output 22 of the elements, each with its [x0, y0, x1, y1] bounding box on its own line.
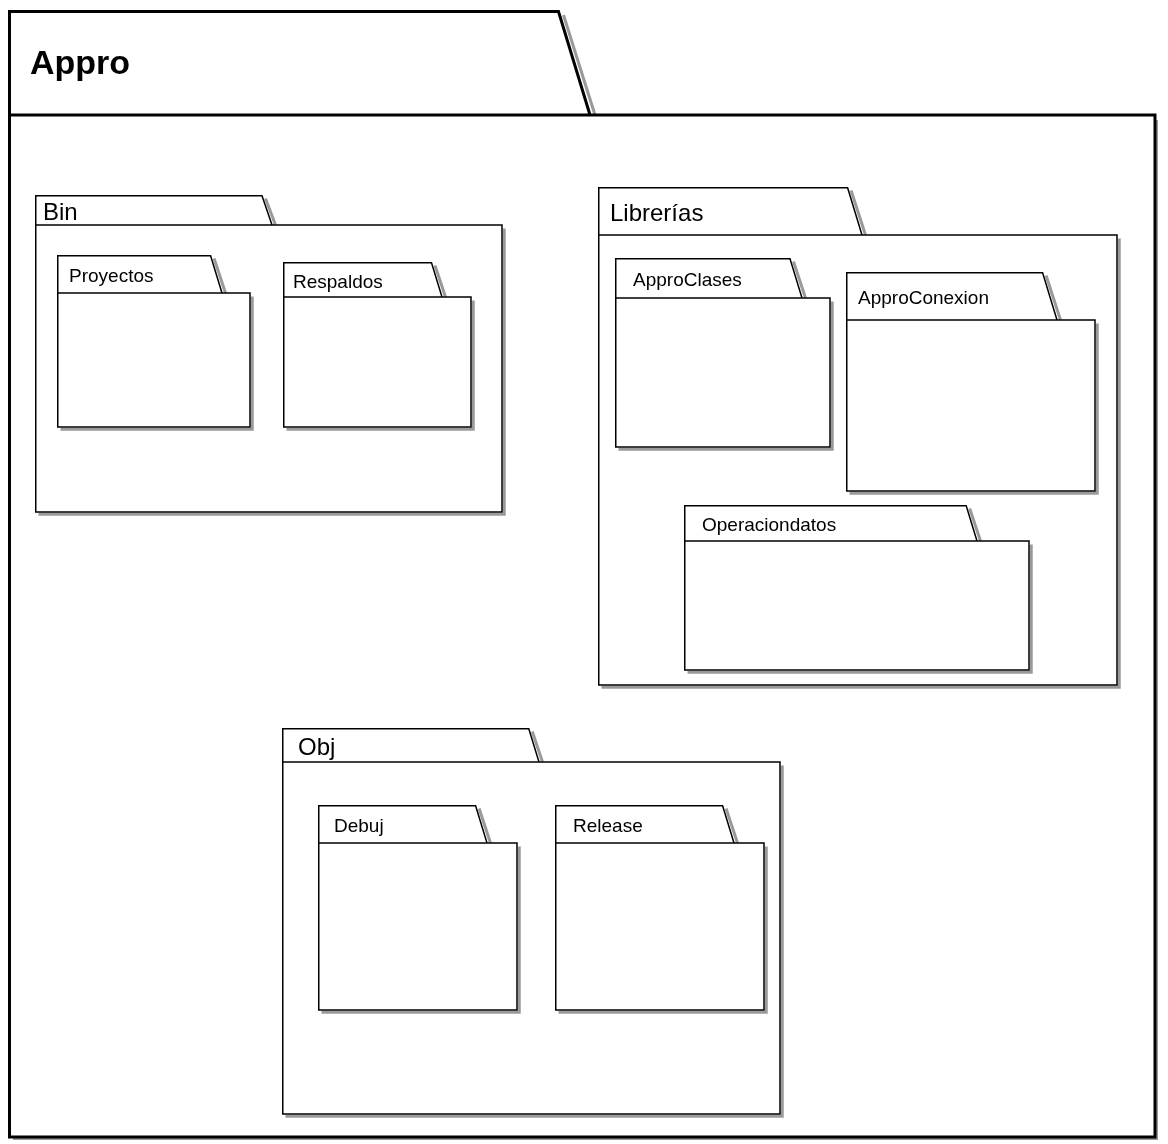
package-frame [598, 187, 1120, 688]
package-frame [283, 262, 474, 430]
package-name: Bin [43, 197, 78, 227]
package-frame [684, 505, 1032, 673]
package-name: Operaciondatos [702, 513, 837, 537]
package-frame [846, 272, 1098, 494]
package-name: Release [573, 814, 643, 838]
package-name: Proyectos [69, 264, 154, 288]
package-name: Appro [30, 42, 131, 83]
package-frame [615, 258, 833, 450]
package-name: Debuj [334, 814, 384, 838]
package-frame [57, 255, 253, 430]
package-frame [318, 805, 520, 1013]
package-name: Respaldos [293, 270, 383, 294]
package-frame [35, 195, 505, 515]
package-name: Obj [298, 732, 336, 762]
package-frame [282, 728, 783, 1117]
package-name: ApproConexion [858, 286, 989, 310]
package-frame [8, 10, 1158, 1140]
package-name: Librerías [610, 198, 704, 228]
package-name: ApproClases [633, 268, 742, 292]
package-frame [555, 805, 767, 1013]
